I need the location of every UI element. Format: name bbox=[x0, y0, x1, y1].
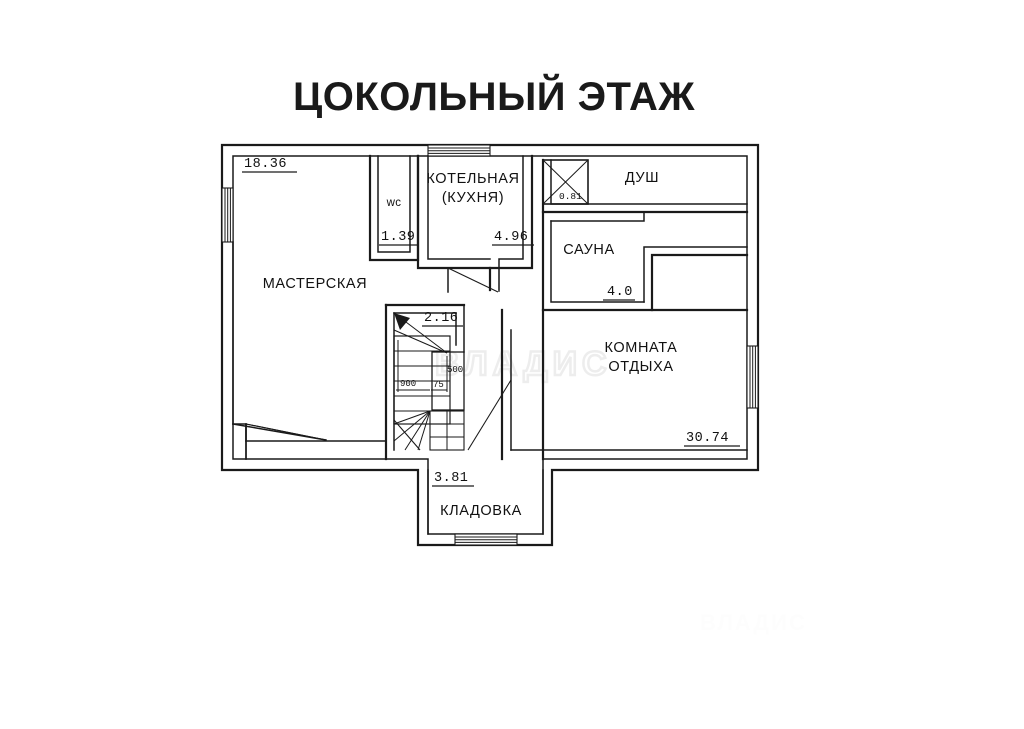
watermark-secondary: ВЛАДИС bbox=[700, 610, 807, 635]
stair-dim-75: 75 bbox=[433, 380, 444, 390]
stair-direction-arrow bbox=[393, 312, 448, 354]
stair-winders bbox=[393, 410, 431, 451]
room-label-boiler: КОТЕЛЬНАЯ bbox=[426, 171, 519, 187]
window-right-lounge bbox=[746, 345, 759, 409]
watermark-group: ВЛАДИС ВЛАДИС bbox=[434, 344, 807, 635]
room-label-sauna: САУНА bbox=[563, 242, 615, 258]
window-bottom-pantry bbox=[454, 533, 518, 546]
closet-x-box bbox=[542, 159, 589, 205]
room-pantry-walls bbox=[427, 469, 544, 535]
workshop-entry-walls bbox=[232, 423, 387, 460]
interior-walls bbox=[232, 154, 749, 535]
area-stairs: 2.16 bbox=[424, 311, 458, 326]
stair-landing bbox=[429, 304, 465, 451]
room-label-shower: ДУШ bbox=[625, 170, 659, 186]
corridor-walls bbox=[500, 308, 545, 461]
stair-dim-900: 900 bbox=[400, 379, 416, 389]
window-top-boiler bbox=[427, 144, 491, 157]
watermark-primary: ВЛАДИС bbox=[435, 345, 612, 383]
room-label-lounge: КОМНАТА bbox=[605, 340, 678, 356]
stair-dimension-labels: 500 900 75 bbox=[400, 365, 463, 390]
area-closet-x: 0.81 bbox=[559, 191, 582, 202]
room-label-wc: wc bbox=[386, 197, 402, 209]
door-stairs bbox=[393, 419, 421, 451]
area-boiler: 4.96 bbox=[494, 230, 528, 245]
room-label-lounge-alt: ОТДЫХА bbox=[608, 359, 673, 375]
room-boiler: КОТЕЛЬНАЯ (КУХНЯ) 4.96 bbox=[426, 171, 534, 246]
room-label-workshop: МАСТЕРСКАЯ bbox=[263, 276, 368, 292]
area-lounge: 30.74 bbox=[686, 431, 729, 446]
room-stairs: 2.16 bbox=[422, 311, 463, 327]
doors-group bbox=[232, 241, 512, 451]
staircase bbox=[393, 304, 465, 451]
closet-x: 0.81 bbox=[559, 191, 582, 202]
room-shower: ДУШ bbox=[625, 170, 659, 186]
windows-group bbox=[221, 144, 759, 546]
room-workshop: МАСТЕРСКАЯ 18.36 bbox=[242, 157, 367, 292]
window-left-workshop bbox=[221, 187, 234, 243]
door-workshop-entry bbox=[232, 241, 327, 441]
door-lounge bbox=[467, 379, 512, 451]
stair-dim-ticks bbox=[396, 340, 448, 392]
area-sauna: 4.0 bbox=[607, 285, 633, 300]
room-label-pantry: КЛАДОВКА bbox=[440, 503, 522, 519]
room-sauna-walls bbox=[541, 210, 749, 312]
room-pantry: КЛАДОВКА 3.81 bbox=[432, 471, 522, 519]
room-sauna: САУНА 4.0 bbox=[563, 242, 635, 301]
door-boiler bbox=[447, 267, 499, 293]
room-wc: wc 1.39 bbox=[379, 197, 417, 246]
area-wc: 1.39 bbox=[381, 230, 415, 245]
stair-dim-500: 500 bbox=[447, 365, 463, 375]
area-pantry: 3.81 bbox=[434, 471, 468, 486]
room-lounge: КОМНАТА ОТДЫХА 30.74 bbox=[605, 340, 740, 447]
room-shower-walls bbox=[541, 158, 749, 214]
area-workshop: 18.36 bbox=[244, 157, 287, 172]
page-title: ЦОКОЛЬНЫЙ ЭТАЖ bbox=[293, 73, 695, 119]
room-label-boiler-alt: (КУХНЯ) bbox=[442, 190, 504, 206]
